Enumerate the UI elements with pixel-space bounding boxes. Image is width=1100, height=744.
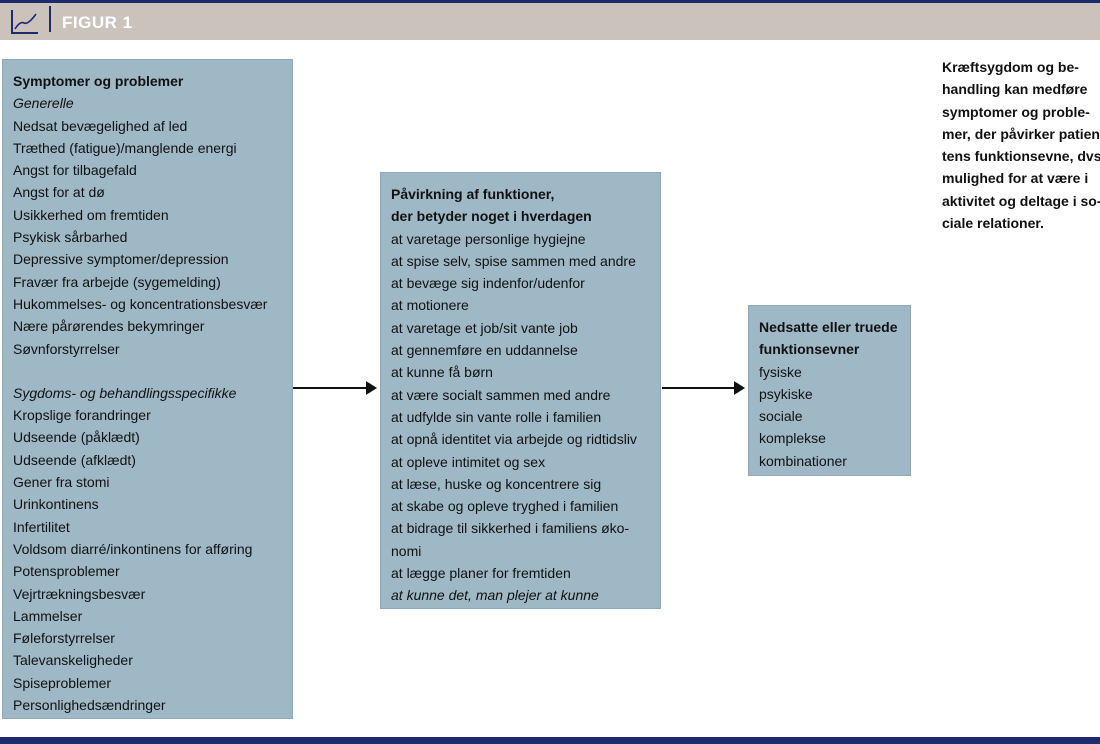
section-heading: Generelle	[13, 95, 74, 112]
box-title: der betyder noget i hverdagen	[391, 208, 592, 225]
arrow-right	[293, 381, 377, 395]
list-item: Angst for at dø	[13, 184, 105, 201]
line-chart-icon	[11, 10, 38, 34]
section-heading: Sygdoms- og behandlingsspecifikke	[13, 384, 237, 401]
list-item: at bidrage til sikkerhed i familiens øko…	[391, 520, 630, 537]
list-item: Depressive symptomer/depression	[13, 251, 229, 268]
list-item: symptomer og proble-	[942, 103, 1090, 120]
list-item: at gennemføre en uddannelse	[391, 342, 578, 359]
functions-box: Påvirkning af funktioner, der betyder no…	[380, 172, 661, 609]
list-item: mer, der påvirker patien-	[942, 125, 1100, 142]
list-item: Psykisk sårbarhed	[13, 229, 128, 246]
box-title: Påvirkning af funktioner,	[391, 186, 555, 202]
list-item: Infertilitet	[13, 518, 70, 535]
list-item: Usikkerhed om fremtiden	[13, 206, 169, 223]
list-item: psykiske	[759, 385, 813, 402]
list-item: at bevæge sig indenfor/udenfor	[391, 275, 585, 292]
list-item: Talevanskeligheder	[13, 652, 133, 669]
list-item: at kunne få børn	[391, 364, 493, 381]
list-item: at spise selv, spise sammen med andre	[391, 252, 636, 269]
list-item: tens funktionsevne, dvs.	[942, 148, 1100, 165]
list-item: Kropslige forandringer	[13, 407, 151, 424]
list-item: at lægge planer for fremtiden	[391, 565, 571, 582]
list-item: ciale relationer.	[942, 215, 1044, 232]
list-item: at motionere	[391, 297, 469, 314]
list-item: Lammelser	[13, 607, 83, 624]
list-item: at skabe og opleve tryghed i familien	[391, 498, 619, 515]
list-item: Nære pårørendes bekymringer	[13, 318, 205, 335]
list-item: nomi	[391, 542, 422, 559]
box-title: funktionsevner	[759, 341, 860, 358]
list-item: Udseende (afklædt)	[13, 451, 136, 468]
list-item: sociale	[759, 408, 803, 425]
list-item: Urinkontinens	[13, 496, 99, 513]
arrow-right	[662, 381, 745, 395]
list-item: Personlighedsændringer	[13, 697, 166, 714]
figure-header: FIGUR 1	[0, 3, 1100, 40]
list-item: Nedsat bevægelighed af led	[13, 117, 188, 134]
list-item: Hukommelses- og koncentrationsbesvær	[13, 295, 268, 312]
list-item: at opleve intimitet og sex	[391, 453, 546, 470]
list-item: at varetage et job/sit vante job	[391, 319, 578, 336]
list-item: at opnå identitet via arbejde og ridtids…	[391, 431, 637, 448]
figure-title: FIGUR 1	[62, 13, 133, 32]
header-divider	[49, 6, 51, 32]
list-item: Søvnforstyrrelser	[13, 340, 120, 357]
list-item: at være socialt sammen med andre	[391, 386, 611, 403]
bottom-rule	[0, 737, 1100, 744]
list-item: Spiseproblemer	[13, 674, 112, 691]
list-item: Potensproblemer	[13, 563, 120, 580]
list-item: Voldsom diarré/inkontinens for afføring	[13, 540, 253, 557]
list-item: komplekse	[759, 430, 826, 447]
list-item: handling kan medføre	[942, 81, 1088, 98]
explanation-note: Kræftsygdom og be-handling kan medføre sy…	[942, 56, 1100, 234]
list-item: at udfylde sin vante rolle i familien	[391, 408, 602, 425]
list-item: at læse, huske og koncentrere sig	[391, 475, 602, 492]
list-item: aktivitet og deltage i so-	[942, 192, 1100, 209]
list-item: kombinationer	[759, 452, 847, 469]
list-item: Udseende (påklædt)	[13, 429, 140, 446]
list-item: at kunne det, man plejer at kunne	[391, 587, 599, 604]
list-item: Gener fra stomi	[13, 474, 110, 491]
outcome-box: Nedsatte eller truede funktionsevner fys…	[748, 305, 911, 476]
list-item: Føleforstyrrelser	[13, 630, 115, 647]
list-item: Kræftsygdom og be-	[942, 59, 1079, 75]
list-item: Træthed (fatigue)/manglende energi	[13, 139, 237, 156]
list-item: fysiske	[759, 363, 802, 380]
symptoms-box: Symptomer og problemer Generelle Nedsat …	[2, 59, 293, 719]
box-title: Nedsatte eller truede	[759, 319, 898, 335]
top-rule	[0, 0, 1100, 3]
list-item: Vejrtrækningsbesvær	[13, 585, 146, 602]
list-item: Fravær fra arbejde (sygemelding)	[13, 273, 221, 290]
list-item: Angst for tilbagefald	[13, 162, 137, 179]
box-title: Symptomer og problemer	[13, 73, 184, 89]
list-item: mulighed for at være i	[942, 170, 1089, 187]
list-item: at varetage personlige hygiejne	[391, 230, 586, 247]
